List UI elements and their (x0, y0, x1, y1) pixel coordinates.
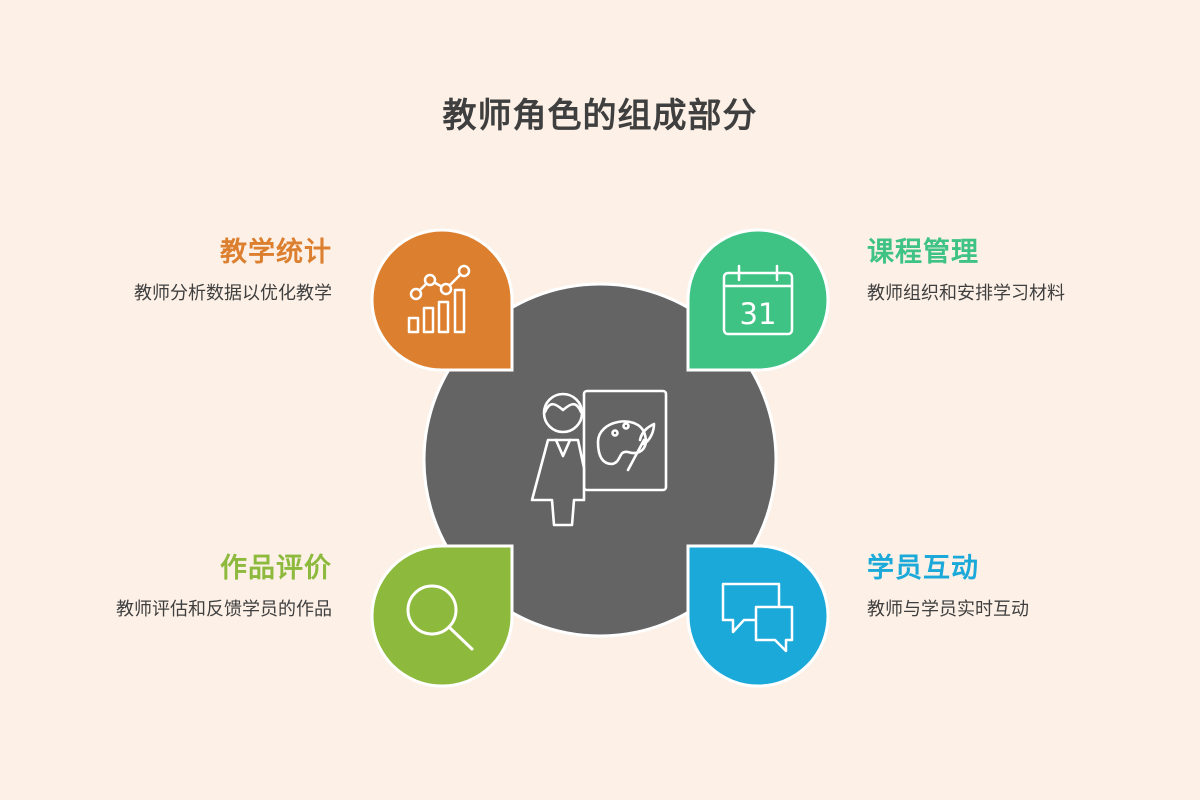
calendar-day-number: 31 (740, 297, 777, 331)
teacher-at-board-icon (530, 389, 668, 527)
stats-title: 教学统计 (220, 237, 332, 268)
stats-desc: 教师分析数据以优化教学 (134, 283, 332, 304)
course-label: 课程管理 教师组织和安排学习材料 (867, 230, 1127, 307)
magnifier-icon (406, 584, 474, 651)
stats-label: 教学统计 教师分析数据以优化教学 (72, 230, 332, 307)
page-title: 教师角色的组成部分 (442, 96, 758, 136)
eval-title: 作品评价 (220, 553, 332, 584)
course-title: 课程管理 (867, 237, 979, 268)
inter-title: 学员互动 (867, 553, 979, 584)
inter-desc: 教师与学员实时互动 (867, 599, 1029, 620)
chat-bubbles-icon (721, 582, 794, 653)
stats-petal[interactable] (370, 228, 514, 372)
inter-label: 学员互动 教师与学员实时互动 (867, 546, 1127, 623)
course-desc: 教师组织和安排学习材料 (867, 283, 1065, 304)
eval-petal[interactable] (370, 544, 514, 688)
eval-desc: 教师评估和反馈学员的作品 (116, 599, 332, 620)
calendar-icon (722, 264, 794, 336)
course-petal[interactable] (686, 228, 830, 372)
eval-label: 作品评价 教师评估和反馈学员的作品 (72, 546, 332, 623)
bar-line-chart-icon (407, 264, 471, 334)
